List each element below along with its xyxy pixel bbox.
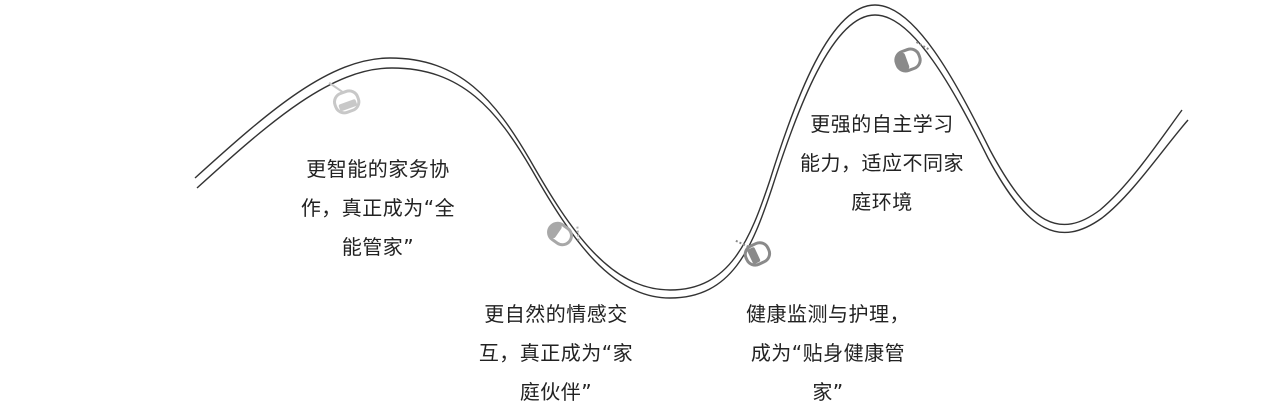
cable-car-cabin [333,89,361,115]
cable-car-window [547,222,562,239]
cable-car-icon [328,81,361,115]
cable-car-hanger [915,41,931,51]
label-line: 更智能的家务协 [306,157,450,181]
cable-car-hanger [328,81,344,94]
label-line: 作，真正成为“全 [300,196,456,220]
track-rail-lower [196,14,1189,299]
cable-car-icon [735,239,772,267]
cable-car-window [747,247,761,264]
cable-car-window [338,99,357,111]
cable-car-cabin [547,221,573,247]
track-rail-upper [194,4,1183,291]
cable-car-icon [547,221,580,247]
label-line: 庭环境 [851,190,913,214]
stage-label-health: 健康监测与护理， 成为“贴身健康管 家” [718,295,938,412]
label-line: 能力，适应不同家 [800,151,964,175]
cable-car-cabin [894,47,922,73]
track [194,4,1189,299]
label-line: 能管家” [341,235,415,259]
label-line: 庭伙伴” [519,380,593,404]
label-line: 互，真正成为“家 [478,341,634,365]
label-line: 更强的自主学习 [810,112,954,136]
stage-label-emotional: 更自然的情感交 互，真正成为“家 庭伙伴” [446,295,666,412]
label-line: 更自然的情感交 [484,302,628,326]
cable-car-hanger [576,226,580,243]
stage-label-household: 更智能的家务协 作，真正成为“全 能管家” [268,150,488,267]
cable-car-cabin [743,241,772,267]
cable-car-window [895,52,910,72]
label-line: 健康监测与护理， [746,302,910,326]
label-line: 成为“贴身健康管 [750,341,906,365]
stage-label-learning: 更强的自主学习 能力，适应不同家 庭环境 [772,105,992,222]
label-line: 家” [812,380,844,404]
cable-car-icon [894,41,931,73]
